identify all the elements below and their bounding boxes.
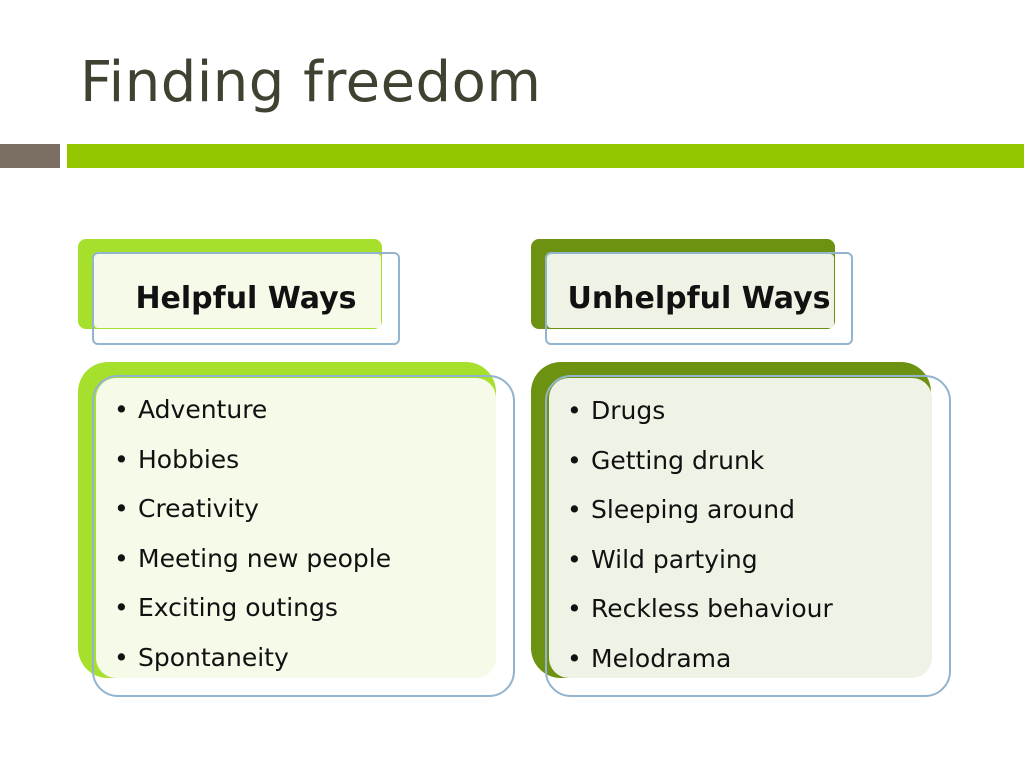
list-item-text: Meeting new people: [138, 543, 392, 573]
list-item: • Exciting outings: [112, 583, 391, 633]
unhelpful-heading-box: Unhelpful Ways: [545, 252, 853, 345]
bullet-icon: •: [114, 593, 129, 623]
list-item: • Meeting new people: [112, 534, 391, 584]
bullet-icon: •: [114, 543, 129, 573]
helpful-ways-list: • Adventure • Hobbies • Creativity • Meeting…: [112, 385, 391, 683]
list-item-text: Getting drunk: [591, 445, 765, 475]
unhelpful-ways-list: • Drugs • Getting drunk • Sleeping around •…: [565, 386, 833, 684]
list-item: • Adventure: [112, 385, 391, 435]
bullet-icon: •: [567, 396, 582, 425]
list-item-text: Hobbies: [138, 444, 240, 474]
list-item-text: Drugs: [591, 396, 666, 425]
bullet-icon: •: [567, 495, 582, 525]
slide-title: Finding freedom: [80, 50, 542, 115]
unhelpful-heading-fill: [547, 254, 834, 328]
title-rule-green-bar: [67, 144, 1024, 168]
unhelpful-panel-frame: [545, 375, 951, 697]
bullet-icon: •: [114, 642, 129, 672]
helpful-heading: Helpful Ways: [135, 281, 357, 316]
list-item: • Reckless behaviour: [565, 584, 833, 634]
helpful-panel-fill: [96, 378, 496, 678]
unhelpful-heading: Unhelpful Ways: [567, 281, 831, 316]
bullet-icon: •: [567, 544, 582, 574]
bullet-icon: •: [567, 643, 582, 673]
list-item-text: Adventure: [138, 395, 268, 424]
list-item: • Sleeping around: [565, 485, 833, 535]
bullet-icon: •: [114, 444, 129, 474]
bullet-icon: •: [114, 494, 129, 524]
helpful-heading-fill: [94, 254, 381, 328]
list-item-text: Spontaneity: [138, 642, 289, 672]
list-item-text: Wild partying: [591, 544, 758, 574]
helpful-heading-box: Helpful Ways: [92, 252, 400, 345]
list-item: • Drugs: [565, 386, 833, 436]
title-rule-gray-segment: [0, 144, 60, 168]
list-item: • Getting drunk: [565, 436, 833, 486]
list-item-text: Reckless behaviour: [591, 594, 833, 624]
list-item: • Creativity: [112, 484, 391, 534]
list-item-text: Melodrama: [591, 643, 732, 673]
list-item-text: Creativity: [138, 494, 259, 524]
bullet-icon: •: [567, 445, 582, 475]
unhelpful-panel-fill: [549, 378, 932, 678]
list-item: • Spontaneity: [112, 633, 391, 683]
bullet-icon: •: [114, 395, 129, 424]
list-item-text: Exciting outings: [138, 593, 338, 623]
list-item: • Wild partying: [565, 535, 833, 585]
list-item: • Hobbies: [112, 435, 391, 485]
helpful-panel-frame: [92, 375, 515, 697]
bullet-icon: •: [567, 594, 582, 624]
list-item: • Melodrama: [565, 634, 833, 684]
list-item-text: Sleeping around: [591, 495, 795, 525]
